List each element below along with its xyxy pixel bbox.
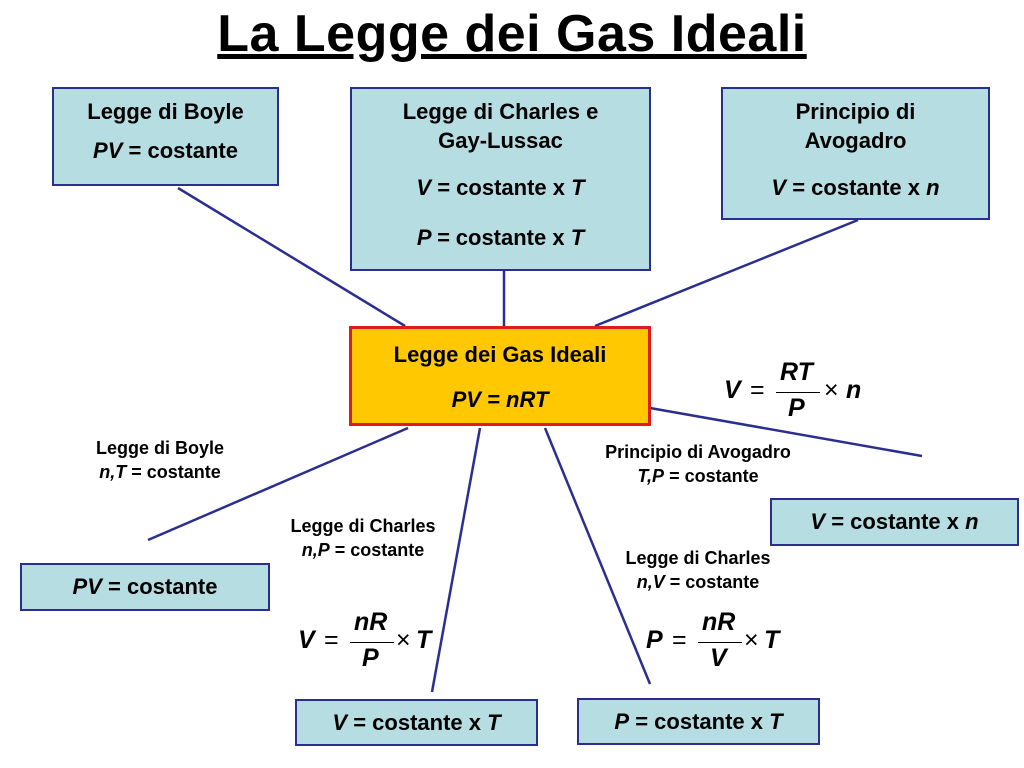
out-charles-nv-box: P = costante x T xyxy=(577,698,820,745)
charles-box-title-line1: Legge di Charles e xyxy=(402,99,599,124)
label-avogadro-title: Principio di Avogadro xyxy=(605,442,791,462)
label-charles-np-title: Legge di Charles xyxy=(290,516,436,536)
connector-avogadro-box xyxy=(594,218,859,328)
label-charles-nv-title: Legge di Charles xyxy=(625,548,771,568)
eq-charles-nv-times: × xyxy=(744,626,759,654)
out-charles-np-formula: V = costante x T xyxy=(332,710,501,735)
out-boyle-box: PV = costante xyxy=(20,563,270,611)
eq-charles-np-numerator: nR xyxy=(354,608,388,636)
avogadro-box: Principio di Avogadro V = costante x n xyxy=(721,87,990,220)
eq-avogadro-fraction-bar xyxy=(776,392,820,393)
out-charles-np-box: V = costante x T xyxy=(295,699,538,746)
out-boyle-formula: PV = costante xyxy=(72,574,218,599)
eq-charles-nv-rhs: T xyxy=(764,626,780,654)
eq-avogadro-denominator: P xyxy=(788,394,805,422)
center-box-title: Legge dei Gas Ideali xyxy=(393,342,607,367)
boyle-box: Legge di Boyle PV = costante xyxy=(52,87,279,186)
center-box-formula: PV = nRT xyxy=(451,387,549,412)
ideal-gas-law-box: Legge dei Gas Ideali PV = nRT xyxy=(349,326,651,426)
eq-avogadro-lhs: V xyxy=(724,376,741,404)
connector-boyle-box xyxy=(177,186,406,328)
equation-avogadro: V = RT P × n xyxy=(724,358,874,430)
charles-gay-lussac-box: Legge di Charles e Gay-Lussac V = costan… xyxy=(350,87,651,271)
label-charles-nv: Legge di Charles n,V = costante xyxy=(598,546,798,594)
label-boyle-title: Legge di Boyle xyxy=(95,438,225,458)
connector-out-avogadro xyxy=(649,406,923,458)
equation-charles-np: V = nR P × T xyxy=(298,608,448,680)
label-charles-np: Legge di Charles n,P = costante xyxy=(263,514,463,562)
charles-box-formula-v: V = costante x T xyxy=(416,175,585,200)
avogadro-box-title-line2: Avogadro xyxy=(804,128,907,153)
out-charles-nv-formula: P = costante x T xyxy=(614,709,783,734)
eq-charles-nv-lhs: P xyxy=(646,626,663,654)
boyle-box-formula: PV = costante xyxy=(93,138,238,163)
label-boyle-condition: n,T = costante xyxy=(99,462,221,482)
label-boyle: Legge di Boyle n,T = costante xyxy=(60,436,260,484)
charles-box-title-line2: Gay-Lussac xyxy=(438,128,563,153)
eq-charles-np-denominator: P xyxy=(362,644,379,672)
out-avogadro-box: V = costante x n xyxy=(770,498,1019,546)
avogadro-box-title-line1: Principio di xyxy=(795,99,916,124)
eq-charles-np-equals: = xyxy=(324,626,339,654)
connector-out-charles-np xyxy=(430,427,482,693)
label-avogadro-condition: T,P = costante xyxy=(637,466,759,486)
out-avogadro-formula: V = costante x n xyxy=(810,509,979,534)
eq-avogadro-times: × xyxy=(824,376,839,404)
eq-charles-nv-equals: = xyxy=(672,626,687,654)
eq-charles-nv-fraction-bar xyxy=(698,642,742,643)
eq-avogadro-equals: = xyxy=(750,376,765,404)
avogadro-box-formula: V = costante x n xyxy=(771,175,940,200)
eq-charles-nv-denominator: V xyxy=(710,644,727,672)
eq-charles-nv-numerator: nR xyxy=(702,608,736,636)
eq-charles-np-times: × xyxy=(396,626,411,654)
equation-charles-nv: P = nR V × T xyxy=(646,608,796,680)
eq-charles-np-lhs: V xyxy=(298,626,315,654)
label-charles-nv-condition: n,V = costante xyxy=(636,572,760,592)
label-charles-np-condition: n,P = costante xyxy=(301,540,425,560)
eq-charles-np-fraction-bar xyxy=(350,642,394,643)
eq-charles-np-rhs: T xyxy=(416,626,432,654)
boyle-box-title: Legge di Boyle xyxy=(87,99,244,124)
label-avogadro: Principio di Avogadro T,P = costante xyxy=(568,440,828,488)
eq-avogadro-numerator: RT xyxy=(780,358,813,386)
connector-out-boyle xyxy=(147,426,409,542)
eq-avogadro-rhs: n xyxy=(846,376,862,404)
charles-box-formula-p: P = costante x T xyxy=(416,225,585,250)
connector-out-charles-nv xyxy=(543,427,652,685)
page-title: La Legge dei Gas Ideali xyxy=(217,5,807,63)
